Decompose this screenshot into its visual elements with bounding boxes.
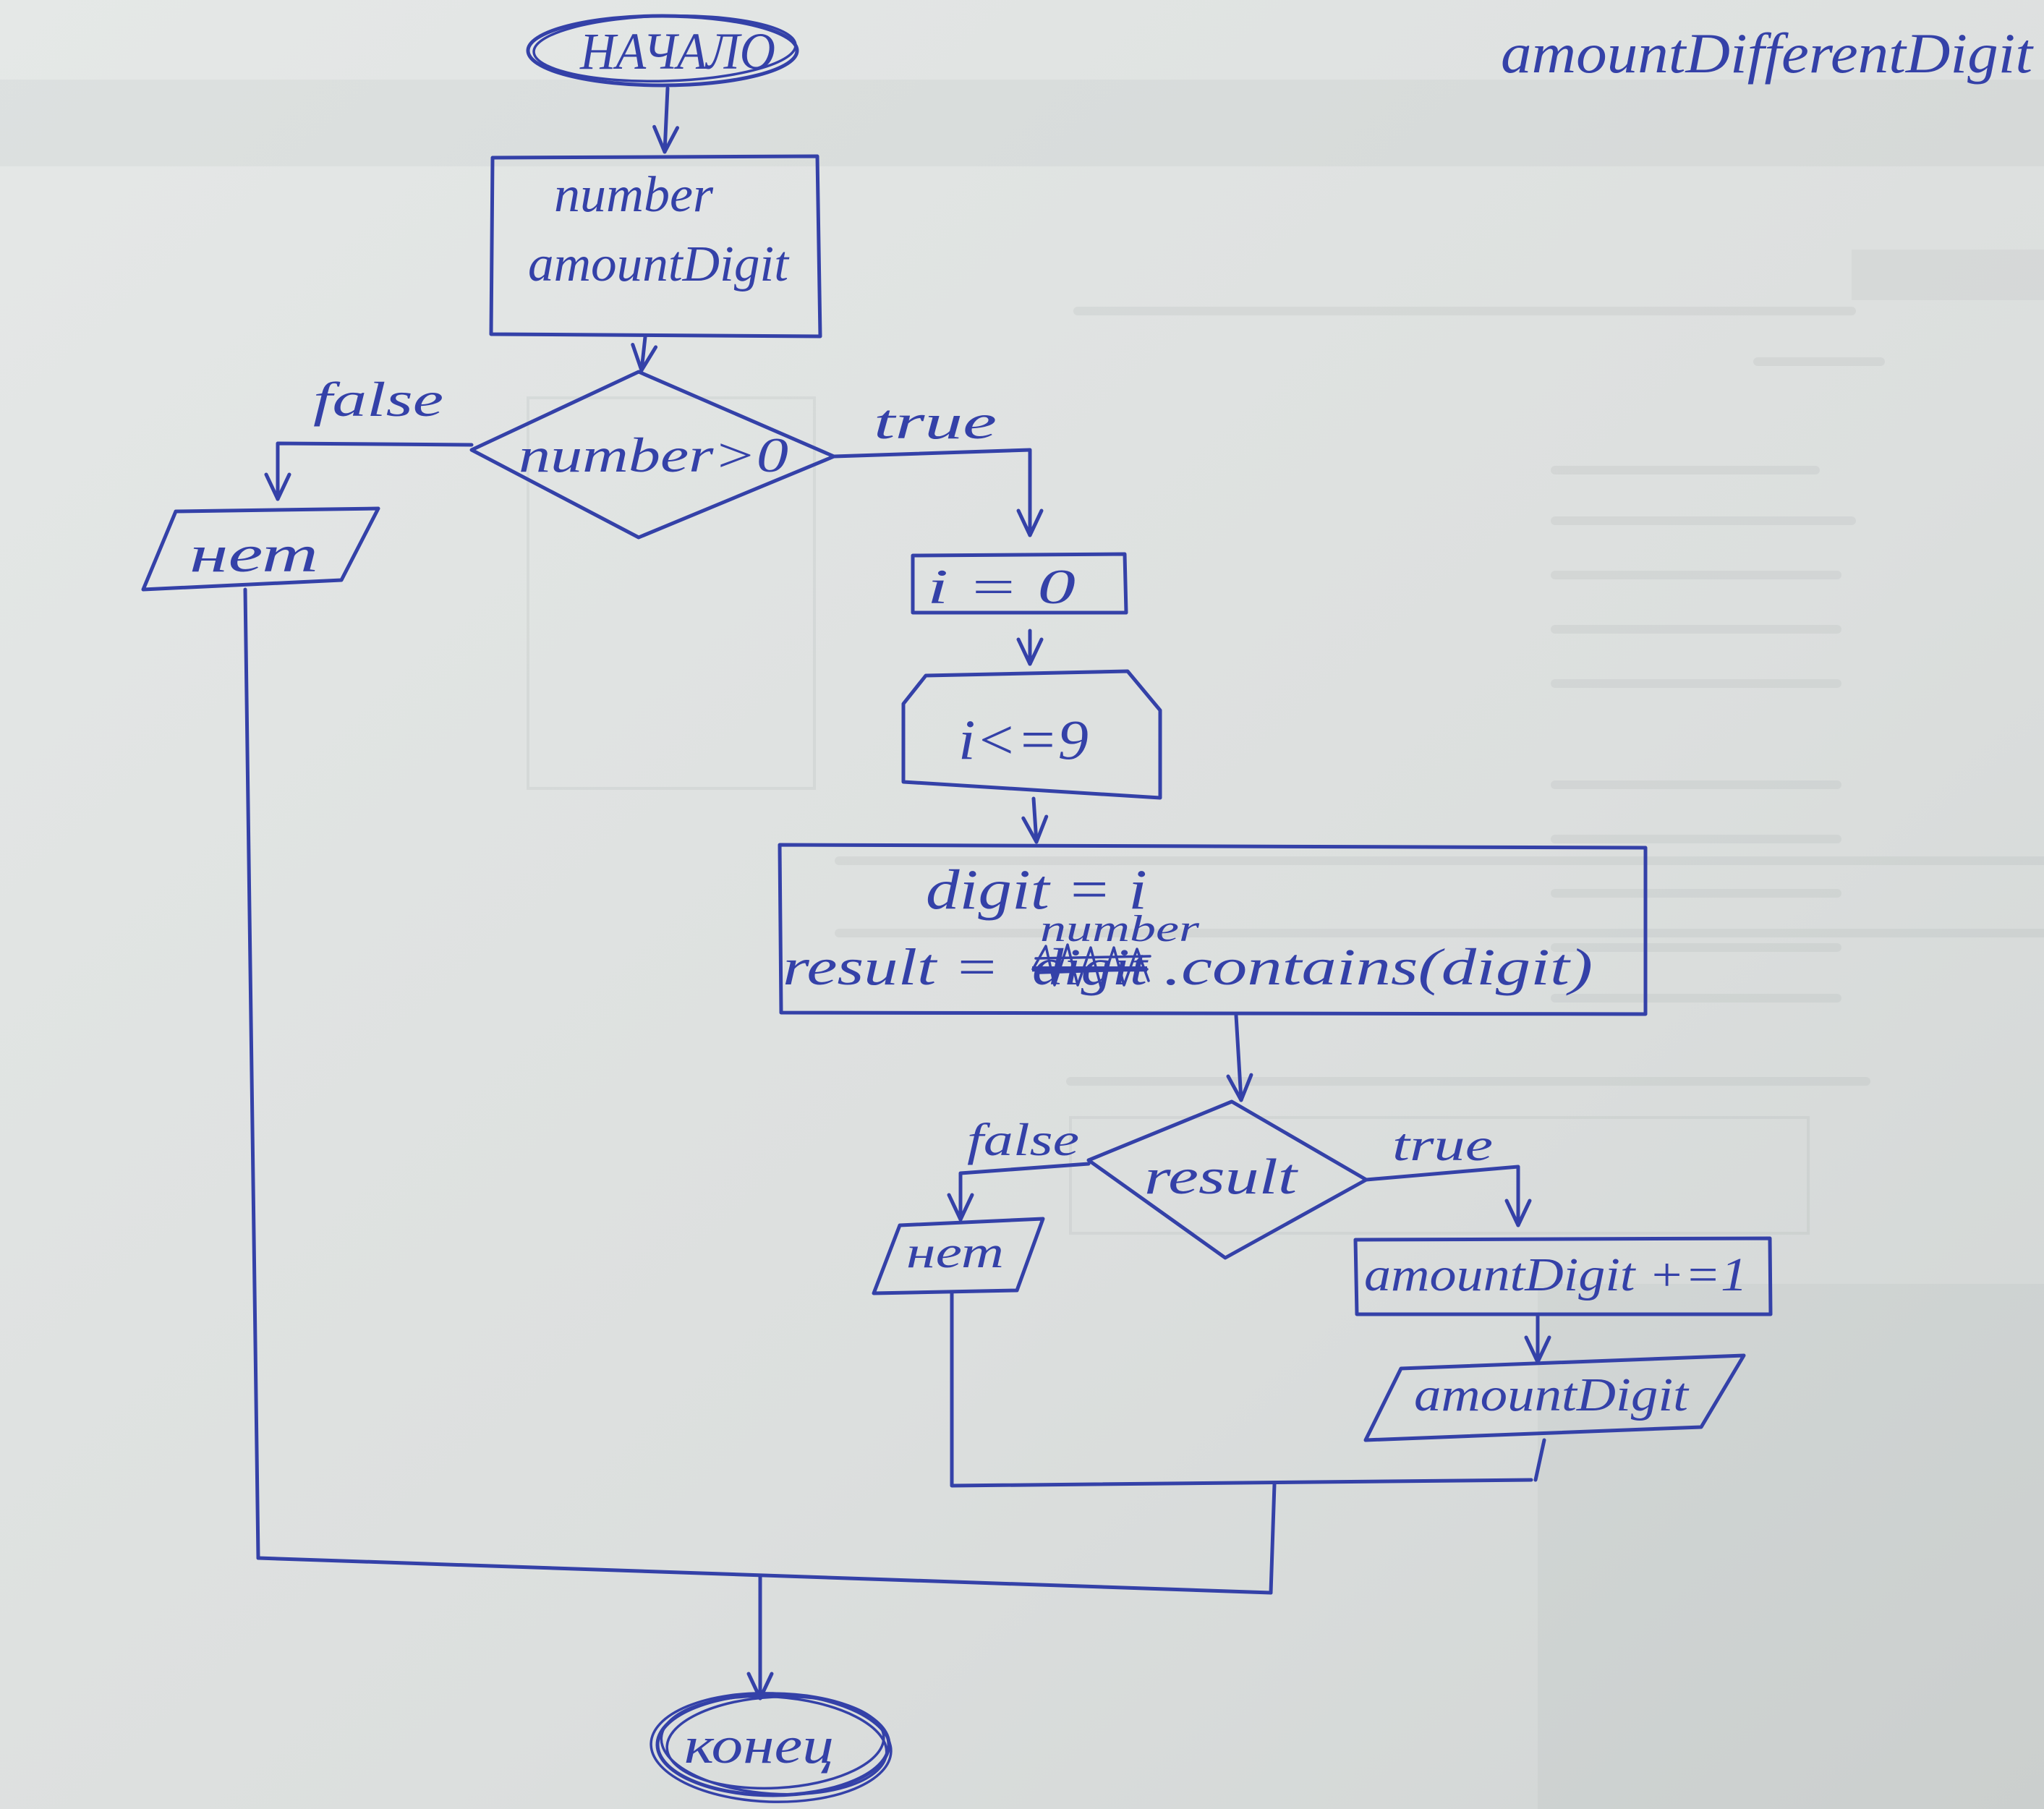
output-no-1: нет bbox=[141, 506, 380, 592]
bleed-table-right bbox=[1069, 1116, 1810, 1235]
connector-no-2-merge bbox=[950, 1291, 1533, 1488]
function-title: amountDifferentDigit bbox=[1501, 22, 2035, 85]
decision-diamond-2-tail bbox=[1205, 1243, 1227, 1259]
output-parallelogram-2 bbox=[872, 1217, 1045, 1295]
start-oval-overstroke bbox=[532, 14, 797, 82]
decision-1-label: number>0 bbox=[519, 427, 788, 482]
body-line-2-end: .contains(digit) bbox=[1164, 938, 1593, 996]
body-rectangle bbox=[778, 843, 1648, 1016]
increment-rectangle bbox=[1353, 1236, 1773, 1316]
decision-2-label: result bbox=[1144, 1149, 1298, 1205]
increment-block: amountDigit +=1 bbox=[1353, 1236, 1773, 1316]
end-oval-overstroke bbox=[660, 1695, 888, 1796]
output-parallelogram-1 bbox=[141, 506, 380, 592]
arrow-input-to-check bbox=[631, 335, 658, 373]
loop-hexagon bbox=[901, 669, 1162, 800]
input-line-number: number bbox=[554, 167, 714, 223]
strikeout-scribble bbox=[1031, 943, 1151, 988]
init-label: i = 0 bbox=[927, 559, 1076, 614]
output-no-1-label: нет bbox=[190, 525, 318, 583]
body-line-2-start: result = bbox=[783, 938, 1000, 996]
body-inserted-word: number bbox=[1040, 908, 1200, 950]
connector-bottom bbox=[256, 1556, 1273, 1595]
bleed-table-left bbox=[527, 396, 816, 790]
arrow-decision-1-false bbox=[264, 441, 474, 501]
connector-output-merge bbox=[1533, 1438, 1546, 1482]
output-count: amountDigit bbox=[1363, 1353, 1746, 1442]
loop-block: i<=9 bbox=[901, 669, 1162, 800]
start-terminator: НАЧАЛО bbox=[526, 14, 799, 88]
end-oval-overstroke bbox=[650, 1692, 893, 1803]
decision-2-true-label: true bbox=[1392, 1119, 1493, 1170]
arrow-body-to-check bbox=[1226, 1013, 1253, 1102]
output-no-2-label: нет bbox=[906, 1228, 1004, 1277]
body-block: digit = i number result = digit .contain… bbox=[778, 843, 1648, 1016]
start-label: НАЧАЛО bbox=[579, 22, 775, 80]
decision-1-true-label: true bbox=[874, 394, 997, 449]
bleed-box-right-header bbox=[1852, 250, 2044, 300]
bleed-box-lower-right bbox=[1538, 1284, 2044, 1809]
output-parallelogram-3 bbox=[1363, 1353, 1746, 1442]
increment-label: amountDigit +=1 bbox=[1364, 1248, 1747, 1301]
bleed-band-top bbox=[0, 80, 2044, 166]
arrow-decision-1-true bbox=[832, 448, 1044, 537]
input-rectangle bbox=[489, 154, 822, 339]
end-terminator: конец bbox=[650, 1692, 893, 1803]
connector-middle-down bbox=[1269, 1482, 1277, 1595]
input-line-amount-digit: amountDigit bbox=[528, 237, 790, 292]
decision-2-false-label: false bbox=[967, 1114, 1079, 1165]
arrow-loop-to-body bbox=[1021, 796, 1049, 844]
arrow-start-to-input bbox=[652, 86, 680, 154]
output-count-label: amountDigit bbox=[1414, 1369, 1690, 1421]
arrow-decision-2-false bbox=[947, 1162, 1091, 1222]
arrow-decision-2-true bbox=[1364, 1165, 1532, 1227]
init-rectangle bbox=[911, 552, 1128, 615]
end-label: конец bbox=[684, 1716, 834, 1774]
init-block: i = 0 bbox=[911, 552, 1128, 615]
output-no-2: нет bbox=[872, 1217, 1045, 1295]
body-line-1: digit = i bbox=[926, 858, 1147, 921]
loop-label: i<=9 bbox=[958, 708, 1089, 771]
connector-left-down bbox=[243, 587, 260, 1560]
bleed-through-marks bbox=[0, 80, 2044, 1809]
decision-1-false-label: false bbox=[313, 372, 443, 427]
input-block: number amountDigit bbox=[489, 154, 822, 339]
